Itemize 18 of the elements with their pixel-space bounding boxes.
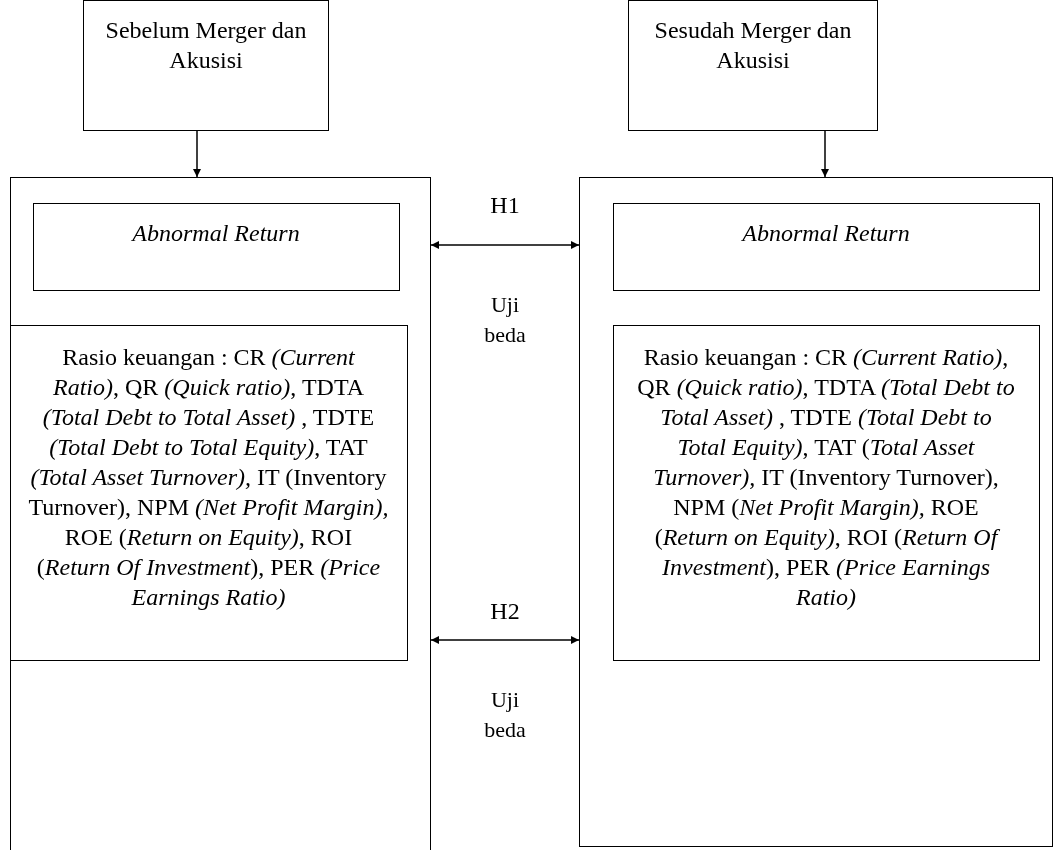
box-title: Abnormal Return <box>130 218 301 248</box>
process-box <box>612 202 1040 291</box>
arrow <box>821 130 829 178</box>
process-box <box>612 324 1040 661</box>
box-text: Rasio keuangan : CR (Current Ratio), QR (Quick ratio), TDTA (Total Debt to Total Asset) , TDTE (Total Debt to Total Equity), TAT (Total Asset Turnover), IT (Inventory Turnover), NPM (Net Profit Margin), ROE (Return on Equity), ROI (Return Of Investment), PER (Price Earnings Ratio) <box>28 342 389 612</box>
box-text: Sesudah Merger dan Akusisi <box>653 16 853 75</box>
box-outline <box>10 177 431 850</box>
box-text: Rasio keuangan : CR (Current Ratio), QR (Quick ratio), TDTA (Total Debt to Total Asset) , TDTE (Total Debt to Total Equity), TAT (Total Asset Turnover), IT (Inventory Turnover), NPM (Net Profit Margin), ROE (Return on Equity), ROI (Return Of Investment), PER (Price Earnings Ratio) <box>636 342 1016 612</box>
box-text: Sebelum Merger dan Akusisi <box>104 16 308 75</box>
box-outline <box>579 177 1053 847</box>
box-title: Abnormal Return <box>740 218 911 248</box>
arrow <box>430 241 580 249</box>
process-box <box>32 202 400 291</box>
arrow <box>193 130 201 178</box>
arrow <box>430 636 580 644</box>
process-box <box>628 0 878 131</box>
process-box <box>83 0 329 131</box>
process-box <box>9 324 408 661</box>
